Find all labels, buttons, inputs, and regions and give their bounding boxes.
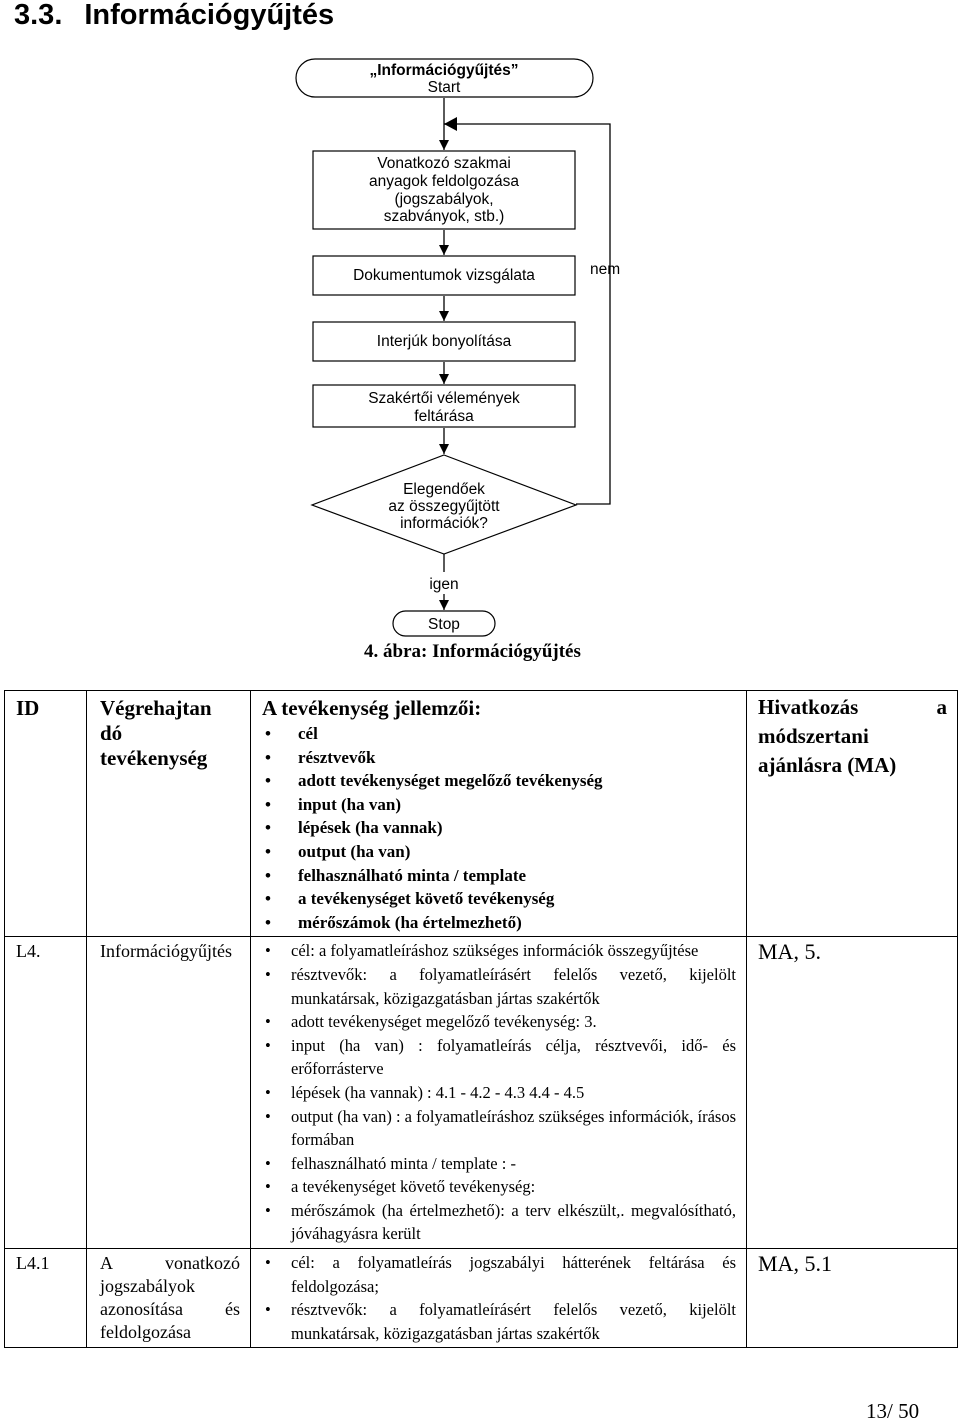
- row-characteristics-list: cél: a folyamatleírás jogszabályi hátter…: [262, 1251, 736, 1345]
- list-item: mérőszámok (ha értelmezhető): a terv elk…: [262, 1199, 736, 1246]
- label-no: nem: [590, 261, 620, 278]
- activity-table: ID Végrehajtan dó tevékenység A tevékeny…: [4, 689, 958, 1349]
- list-item: cél: [262, 722, 736, 746]
- row-characteristics-cell: cél: a folyamatleíráshoz szükséges infor…: [250, 936, 747, 1250]
- process-box-sources: [312, 150, 576, 230]
- header-characteristics-title: A tevékenység jellemzői:: [262, 696, 482, 720]
- header-characteristics-list: cél résztvevők adott tevékenységet megel…: [262, 722, 736, 934]
- row-id: L4.: [16, 941, 41, 962]
- list-item: lépések (ha vannak): [262, 816, 736, 840]
- list-item: output (ha van): [262, 840, 736, 864]
- header-id: ID: [16, 696, 40, 720]
- list-item: cél: a folyamatleírás jogszabályi hátter…: [262, 1251, 736, 1298]
- list-item: résztvevők: [262, 746, 736, 770]
- box4-line: Szakértői vélemények: [368, 390, 520, 407]
- header-activity-line: dó: [100, 721, 123, 745]
- section-heading: 3.3. Információgyűjtés: [14, 0, 334, 32]
- page-number: 13/ 50: [866, 1399, 920, 1423]
- decision-line: az összegyűjtött: [388, 498, 500, 515]
- row-characteristics-cell: cél: a folyamatleírás jogszabályi hátter…: [250, 1248, 747, 1349]
- box1-line: szabványok, stb.): [384, 208, 505, 225]
- header-characteristics-cell: A tevékenység jellemzői: cél résztvevők …: [250, 689, 747, 938]
- start-terminal: [295, 58, 594, 98]
- table-row: L4. Információgyűjtés cél: a folyamatleí…: [4, 936, 958, 1250]
- box1-line: anyagok feldolgozása: [369, 173, 519, 190]
- list-item: cél: a folyamatleíráshoz szükséges infor…: [262, 939, 736, 963]
- header-activity-line: tevékenység: [100, 746, 208, 770]
- list-item: résztvevők: a folyamatleírásért felelős …: [262, 963, 736, 1010]
- row-activity: Információgyűjtés: [100, 941, 232, 962]
- list-item: résztvevők: a folyamatleírásért felelős …: [262, 1298, 736, 1345]
- list-item: input (ha van): [262, 793, 736, 817]
- list-item: a tevékenységet követő tevékenység:: [262, 1175, 736, 1199]
- list-item: mérőszámok (ha értelmezhető): [262, 911, 736, 935]
- label-yes: igen: [429, 576, 458, 593]
- header-activity-line: Végrehajtan: [100, 696, 212, 720]
- loop-back-connector: [444, 123, 611, 505]
- table-header-row: ID Végrehajtan dó tevékenység A tevékeny…: [4, 689, 958, 938]
- list-item: lépések (ha vannak) : 4.1 - 4.2 - 4.3 4.…: [262, 1081, 736, 1105]
- list-item: adott tevékenységet megelőző tevékenység…: [262, 1010, 736, 1034]
- start-label-title: „Információgyűjtés”: [370, 62, 519, 79]
- list-item: output (ha van) : a folyamatleíráshoz sz…: [262, 1105, 736, 1152]
- header-activity-cell: Végrehajtan dó tevékenység: [86, 689, 251, 938]
- list-item: a tevékenységet követő tevékenység: [262, 887, 736, 911]
- row-reference-cell: MA, 5.1: [746, 1248, 958, 1349]
- row-reference: MA, 5.1: [758, 1251, 832, 1277]
- header-reference: Hivatkozás a módszertani ajánlásra (MA): [758, 695, 947, 777]
- row-activity-cell: A vonatkozó jogszabályok azonosítása és …: [86, 1248, 251, 1349]
- row-activity: A vonatkozó jogszabályok azonosítása és …: [100, 1253, 240, 1343]
- header-id-cell: ID: [4, 689, 87, 938]
- section-title: Információgyűjtés: [84, 0, 335, 31]
- box1-line: (jogszabályok,: [394, 191, 493, 208]
- box1-line: Vonatkozó szakmai: [377, 155, 511, 172]
- header-reference-cell: Hivatkozás a módszertani ajánlásra (MA): [746, 689, 958, 938]
- row-characteristics-list: cél: a folyamatleíráshoz szükséges infor…: [262, 939, 736, 1246]
- list-item: felhasználható minta / template: [262, 864, 736, 888]
- box2-label: Dokumentumok vizsgálata: [353, 267, 535, 284]
- process-box-expert-opinions: [312, 384, 576, 428]
- row-id: L4.1: [16, 1253, 50, 1274]
- row-reference-cell: MA, 5.: [746, 936, 958, 1250]
- list-item: felhasználható minta / template : -: [262, 1152, 736, 1176]
- stop-terminal: [392, 610, 496, 637]
- figure-caption: 4. ábra: Információgyűjtés: [364, 641, 581, 662]
- table-row: L4.1 A vonatkozó jogszabályok azonosítás…: [4, 1248, 958, 1349]
- decision-line: információk?: [400, 515, 488, 532]
- flowchart-diagram: „Információgyűjtés” Start Vonatkozó szak…: [295, 58, 620, 637]
- row-activity-cell: Információgyűjtés: [86, 936, 251, 1250]
- start-label-start: Start: [428, 79, 461, 96]
- row-id-cell: L4.1: [4, 1248, 87, 1349]
- row-id-cell: L4.: [4, 936, 87, 1250]
- box3-label: Interjúk bonyolítása: [377, 333, 512, 350]
- row-reference: MA, 5.: [758, 939, 821, 965]
- box4-line: feltárása: [414, 408, 474, 425]
- decision-line: Elegendőek: [403, 481, 485, 498]
- list-item: adott tevékenységet megelőző tevékenység: [262, 769, 736, 793]
- loop-back-arrow-icon: [444, 117, 457, 131]
- decision-diamond: [310, 454, 578, 555]
- list-item: input (ha van) : folyamatleírás célja, r…: [262, 1034, 736, 1081]
- section-number: 3.3.: [14, 0, 63, 31]
- process-box-interviews: [312, 321, 576, 362]
- stop-label: Stop: [428, 616, 460, 633]
- process-box-documents: [312, 255, 576, 296]
- header-activity: Végrehajtan dó tevékenység: [87, 691, 250, 773]
